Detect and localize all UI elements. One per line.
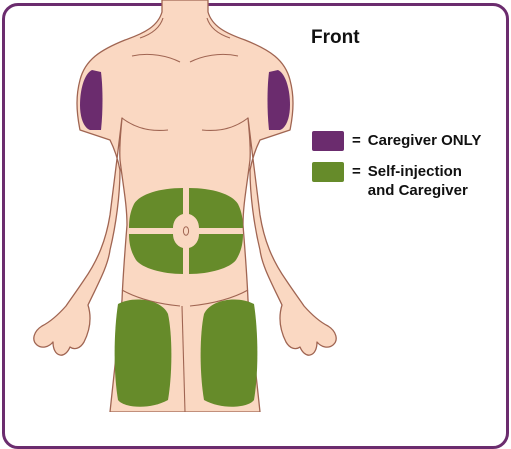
legend-equals-sign: = (352, 131, 361, 151)
figure-title: Front (311, 27, 360, 49)
legend-label: Caregiver ONLY (368, 131, 482, 150)
legend-label: Self-injection and Caregiver (368, 162, 468, 200)
thigh-region-left (115, 299, 172, 406)
body-diagram (0, 0, 511, 412)
body-silhouette (34, 0, 336, 412)
legend-swatch-green (312, 162, 344, 182)
legend-label-line: Self-injection (368, 162, 468, 181)
legend-item-caregiver-only: = Caregiver ONLY (312, 131, 481, 151)
legend-swatch-purple (312, 131, 344, 151)
legend-label-line: Caregiver ONLY (368, 131, 482, 150)
navel (183, 227, 188, 235)
legend-equals-sign: = (352, 162, 361, 182)
thigh-region-right (201, 299, 258, 406)
legend-item-self-injection-and-caregiver: = Self-injection and Caregiver (312, 162, 468, 200)
legend-label-line: and Caregiver (368, 181, 468, 200)
